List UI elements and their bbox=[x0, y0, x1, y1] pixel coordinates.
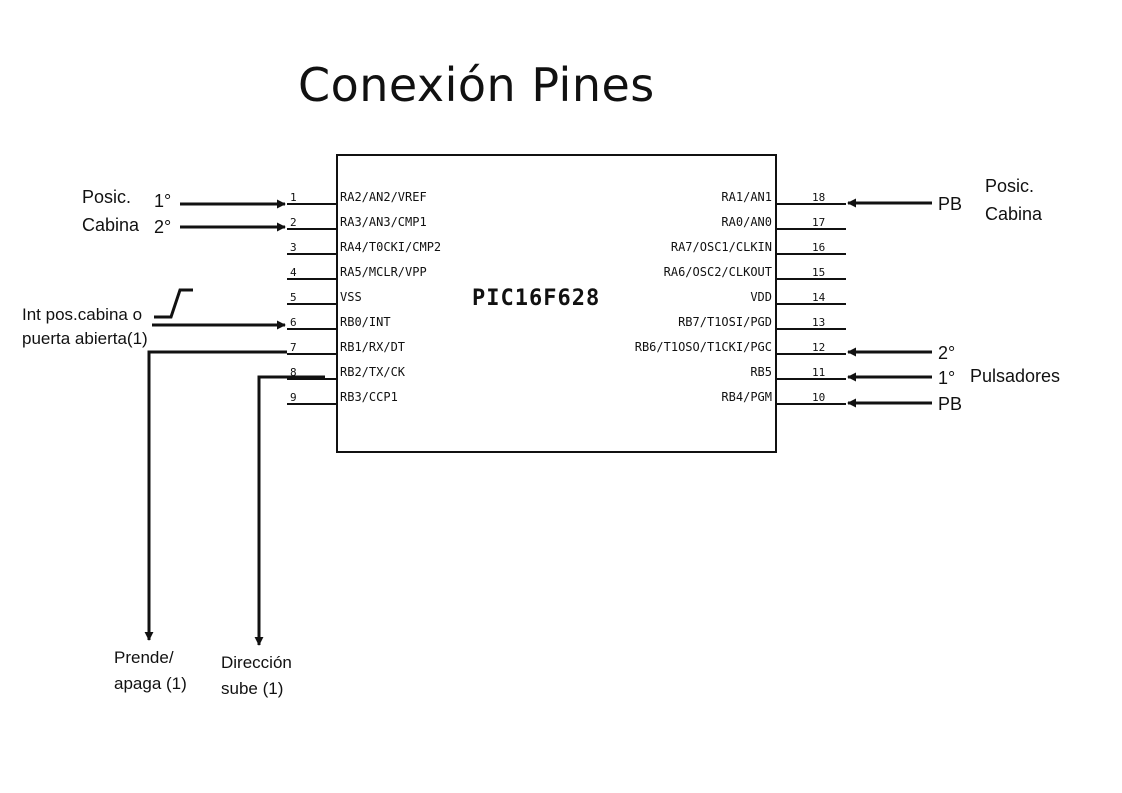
pin-label: RB5 bbox=[750, 365, 772, 379]
pin-label: RB7/T1OSI/PGD bbox=[678, 315, 772, 329]
prende-label-line1: Prende/ bbox=[114, 648, 174, 667]
pin-label: RB6/T1OSO/T1CKI/PGC bbox=[635, 340, 772, 354]
interrupt-label-line1: Int pos.cabina o bbox=[22, 305, 142, 324]
pin-number: 2 bbox=[290, 216, 297, 229]
pin-label: RB0/INT bbox=[340, 315, 391, 329]
slide-title: Conexión Pines bbox=[298, 58, 655, 112]
pin-number: 5 bbox=[290, 291, 297, 304]
right-posic-label-line1: Posic. bbox=[985, 176, 1034, 196]
pin-number: 15 bbox=[812, 266, 825, 279]
pin-label: VSS bbox=[340, 290, 362, 304]
left-posic-first: 1° bbox=[154, 191, 171, 211]
pin-number: 7 bbox=[290, 341, 297, 354]
pin-label: RA3/AN3/CMP1 bbox=[340, 215, 427, 229]
pin-number: 9 bbox=[290, 391, 297, 404]
left-posic-label-line1: Posic. bbox=[82, 187, 131, 207]
pin-label: RB4/PGM bbox=[721, 390, 772, 404]
right-pin-lines bbox=[776, 203, 846, 405]
pin-number: 4 bbox=[290, 266, 297, 279]
pin-label: RA2/AN2/VREF bbox=[340, 190, 427, 204]
pin-label: RB1/RX/DT bbox=[340, 340, 405, 354]
prende-label-line2: apaga (1) bbox=[114, 674, 187, 693]
pin-number: 14 bbox=[812, 291, 826, 304]
pin-number: 6 bbox=[290, 316, 297, 329]
prende-output-wire bbox=[144, 350, 287, 641]
pulsadores-label: Pulsadores bbox=[970, 366, 1060, 386]
direccion-label-line1: Dirección bbox=[221, 653, 292, 672]
pulsadores-second: 2° bbox=[938, 343, 955, 363]
pin-number: 12 bbox=[812, 341, 825, 354]
pin-number: 16 bbox=[812, 241, 825, 254]
pin-label: RB3/CCP1 bbox=[340, 390, 398, 404]
pin-number: 3 bbox=[290, 241, 297, 254]
pulsadores-first: 1° bbox=[938, 368, 955, 388]
pin-label: RA7/OSC1/CLKIN bbox=[671, 240, 772, 254]
pin-label: RA4/T0CKI/CMP2 bbox=[340, 240, 441, 254]
pin-number: 11 bbox=[812, 366, 825, 379]
left-posic-arrows bbox=[180, 199, 286, 232]
pin-number: 13 bbox=[812, 316, 825, 329]
right-posic-pb: PB bbox=[938, 194, 962, 214]
pin-label: RA1/AN1 bbox=[721, 190, 772, 204]
direccion-label-line2: sube (1) bbox=[221, 679, 283, 698]
pin-number: 17 bbox=[812, 216, 825, 229]
rising-edge-icon bbox=[154, 288, 193, 319]
pulsadores-arrows bbox=[847, 347, 932, 408]
direccion-output-wire bbox=[254, 375, 325, 646]
pin-number: 8 bbox=[290, 366, 297, 379]
left-posic-label-line2: Cabina bbox=[82, 215, 140, 235]
pin-label: RA6/OSC2/CLKOUT bbox=[664, 265, 772, 279]
interrupt-label-line2: puerta abierta(1) bbox=[22, 329, 148, 348]
pin-label: RA0/AN0 bbox=[721, 215, 772, 229]
chip-name: PIC16F628 bbox=[472, 286, 600, 311]
pin-number: 10 bbox=[812, 391, 825, 404]
right-posic-label-line2: Cabina bbox=[985, 204, 1043, 224]
pin-number: 1 bbox=[290, 191, 297, 204]
pin-label: RA5/MCLR/VPP bbox=[340, 265, 427, 279]
pulsadores-pb: PB bbox=[938, 394, 962, 414]
pin-number: 18 bbox=[812, 191, 825, 204]
pin-label: VDD bbox=[750, 290, 772, 304]
left-posic-second: 2° bbox=[154, 217, 171, 237]
left-pin-lines bbox=[287, 203, 337, 405]
pin-label: RB2/TX/CK bbox=[340, 365, 406, 379]
